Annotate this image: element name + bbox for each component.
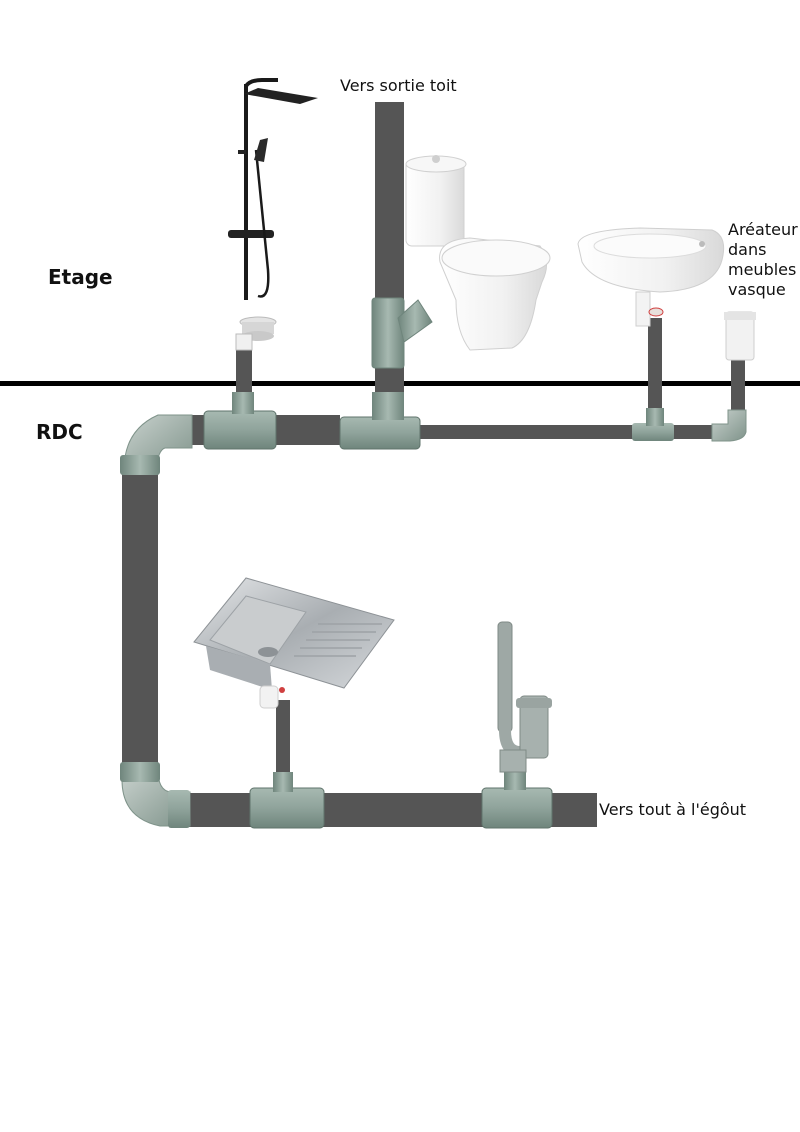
toilet-icon (405, 155, 551, 351)
basin-drain-pipe (648, 318, 662, 426)
aerator-valve-icon (724, 311, 756, 361)
stack-elbow (339, 416, 421, 450)
kitchen-sink-icon (193, 577, 395, 709)
shower-drain-icon (235, 316, 277, 351)
sink-tee-branch (273, 772, 293, 792)
stack-y-branch (397, 299, 433, 343)
lower-elbow-collar (120, 762, 160, 782)
upper-elbow-collar (120, 455, 160, 475)
stack-elbow-bend (372, 392, 404, 420)
lower-elbow-collar-h (168, 790, 190, 828)
shower-column-icon (228, 78, 318, 300)
shower-tee-branch (232, 392, 254, 414)
aerator-elbow (711, 409, 747, 442)
washbasin-icon (577, 227, 725, 327)
stack-y-fitting (371, 297, 405, 369)
vertical-descent-pipe (122, 470, 158, 770)
sink-drain-pipe (276, 700, 290, 795)
floor-label-upper: Etage (48, 265, 113, 289)
aerator-label: Aréateur dans meubles vasque (728, 220, 798, 299)
sewer-exit-label: Vers tout à l'égôut (599, 800, 747, 819)
floor-label-ground: RDC (36, 420, 83, 444)
roof-exit-label: Vers sortie toit (340, 76, 457, 95)
standpipe-trap-icon (497, 621, 552, 773)
fittings (120, 297, 747, 829)
sink-tee (249, 787, 325, 829)
basin-tee (632, 423, 674, 441)
upper-collector-pipe-right (420, 425, 740, 439)
basin-tee-branch (646, 408, 664, 426)
aerator-pipe (731, 358, 745, 418)
shower-tee (203, 410, 277, 450)
standpipe-tee (481, 787, 553, 829)
